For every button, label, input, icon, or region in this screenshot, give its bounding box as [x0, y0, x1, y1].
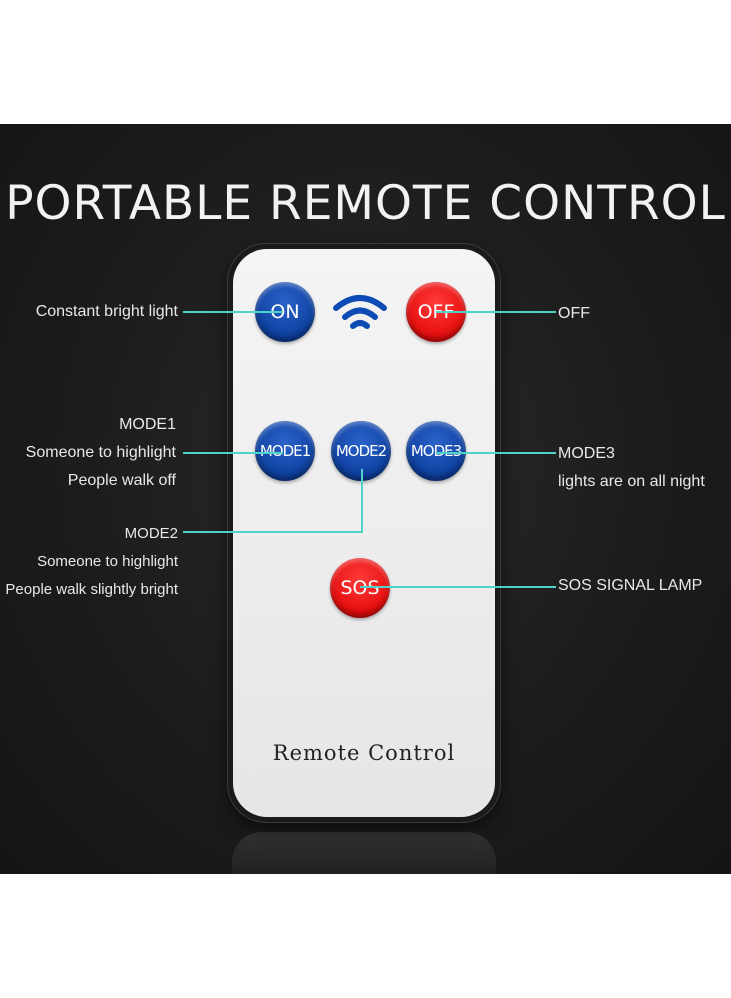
remote-face: Remote Control: [233, 249, 495, 817]
wifi-signal-icon: [333, 295, 387, 329]
callout-mode1: MODE1 Someone to highlight People walk o…: [26, 411, 176, 495]
callout-mode2-line2: People walk slightly bright: [5, 581, 178, 598]
callout-sos: SOS SIGNAL LAMP: [558, 577, 703, 594]
callout-mode3-title: MODE3: [558, 445, 615, 462]
callout-mode1-line2: People walk off: [67, 472, 176, 489]
callout-line-on: [183, 311, 283, 313]
callout-line-mode3: [436, 452, 556, 454]
callout-mode3-line1: lights are on all night: [558, 473, 705, 490]
callout-mode2-title: MODE2: [124, 525, 178, 542]
callout-on: Constant bright light: [35, 303, 178, 320]
callout-line-mode2-vertical: [361, 469, 363, 532]
callout-mode1-line1: Someone to highlight: [25, 444, 176, 461]
remote-brand-label: Remote Control: [272, 741, 456, 765]
remote-control-body: Remote Control: [228, 244, 500, 822]
callout-mode2-line1: Someone to highlight: [37, 553, 178, 570]
callout-line-mode2: [183, 531, 363, 533]
mode3-button[interactable]: MODE3: [406, 421, 466, 481]
callout-line-off: [436, 311, 556, 313]
sos-button[interactable]: SOS: [330, 558, 390, 618]
product-panel: PORTABLE REMOTE CONTROL Remote Control O…: [0, 124, 731, 874]
callout-mode2: MODE2 Someone to highlight People walk s…: [5, 520, 178, 604]
callout-line-sos: [360, 586, 556, 588]
mode1-button[interactable]: MODE1: [255, 421, 315, 481]
remote-reflection: [232, 832, 496, 874]
callout-off: OFF: [558, 305, 590, 322]
on-button[interactable]: ON: [255, 282, 315, 342]
headline: PORTABLE REMOTE CONTROL: [5, 176, 726, 231]
callout-line-mode1: [183, 452, 283, 454]
callout-mode1-title: MODE1: [119, 416, 176, 433]
callout-mode3: MODE3 lights are on all night: [558, 440, 705, 496]
